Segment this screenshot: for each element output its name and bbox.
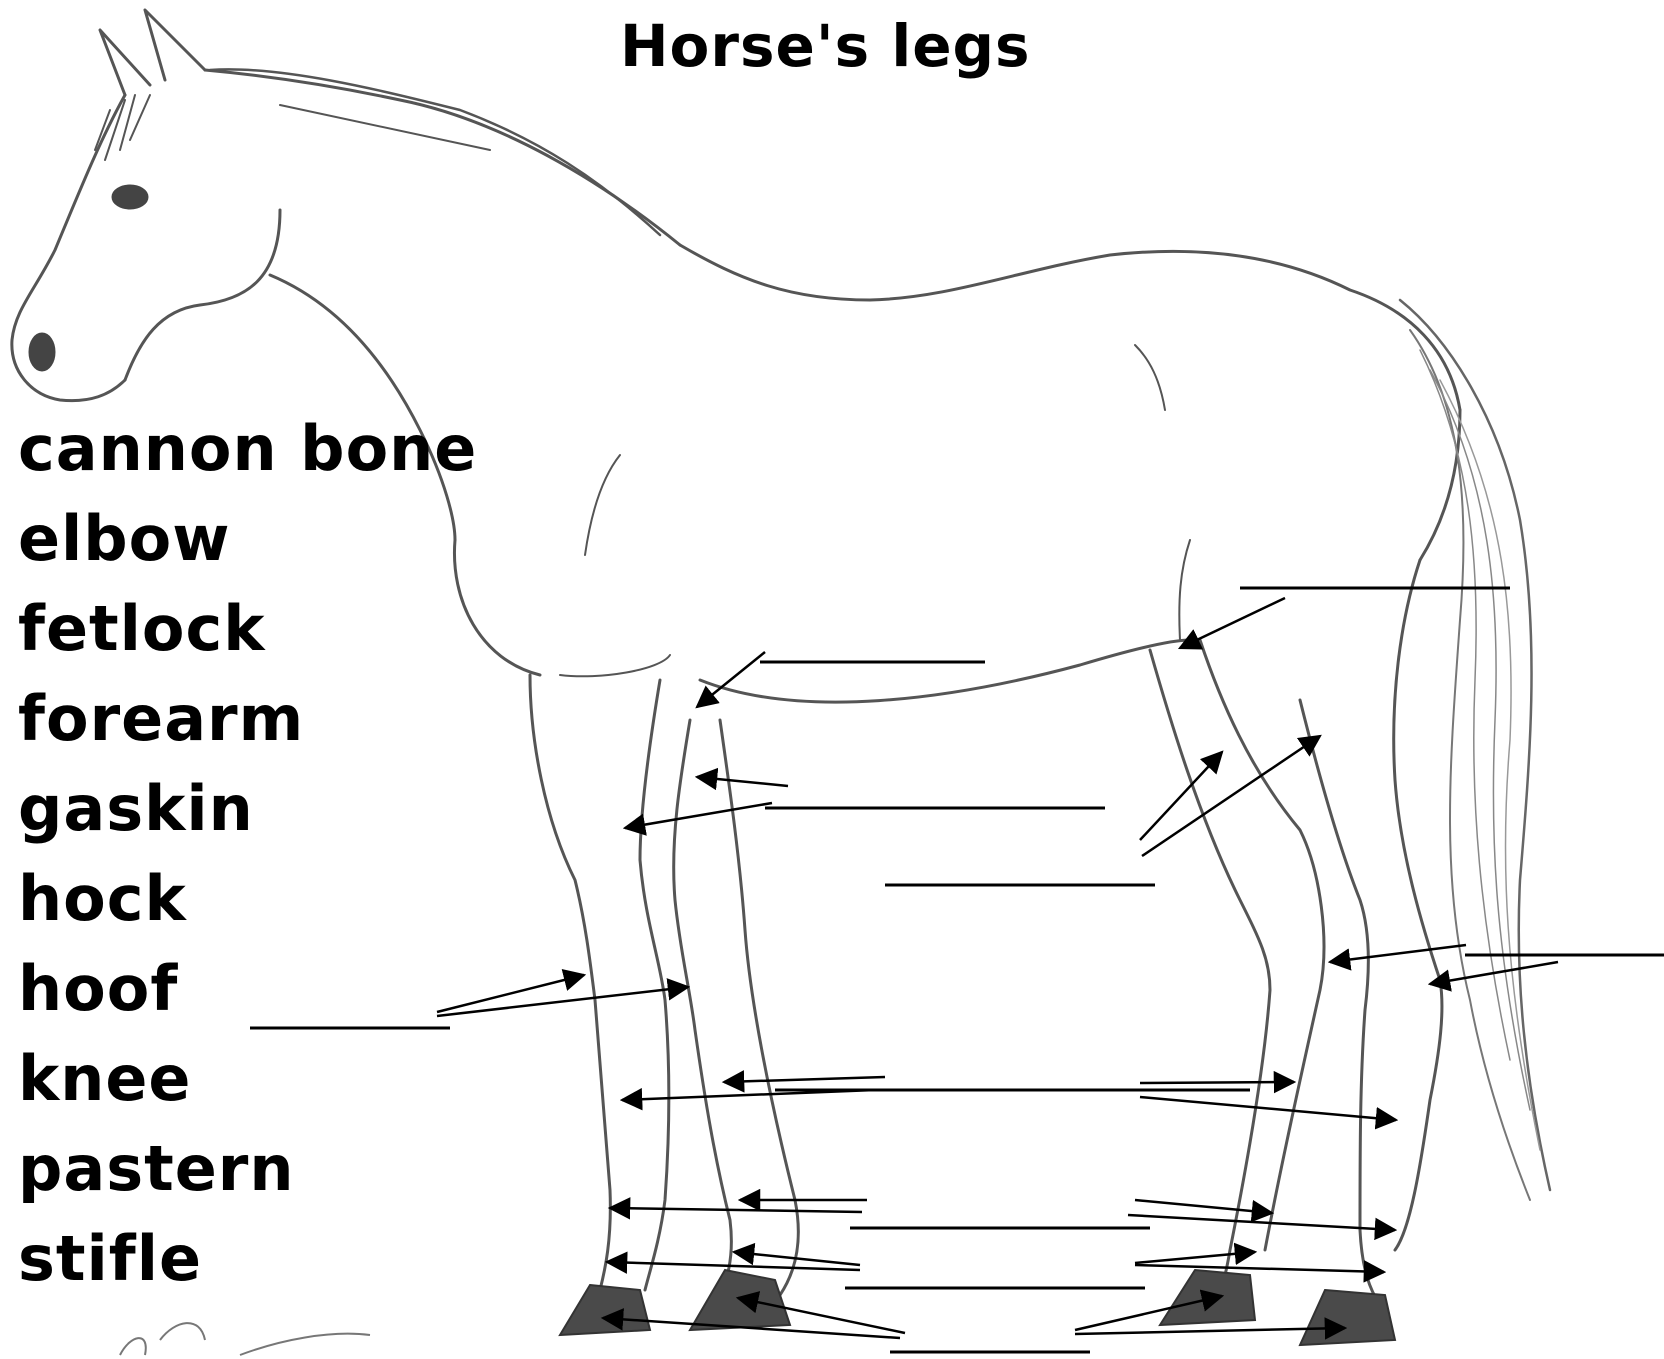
neck-crest [205, 70, 680, 245]
arrow [1140, 752, 1222, 840]
artist-signature [120, 1323, 370, 1355]
word-bank-item: hoof [18, 944, 477, 1034]
arrow [1430, 962, 1558, 984]
neck-detail [280, 105, 490, 150]
ear-left [100, 30, 150, 95]
near-hindleg-back [1394, 560, 1442, 1250]
word-bank-item: hock [18, 854, 477, 944]
hoof-near-front [560, 1285, 650, 1335]
page-title: Horse's legs [620, 12, 1031, 80]
word-bank-item: pastern [18, 1124, 477, 1214]
word-bank-item: fetlock [18, 584, 477, 674]
arrow [724, 1077, 885, 1082]
arrow [1135, 1200, 1272, 1213]
hooves [560, 1270, 1395, 1345]
arrow [1128, 1215, 1395, 1230]
belly-line [700, 640, 1190, 702]
nostril [30, 334, 54, 370]
arrow [1135, 1252, 1255, 1263]
arrow [1140, 1097, 1396, 1120]
arrow [697, 777, 788, 786]
arrow [1180, 598, 1285, 648]
eye [113, 186, 147, 208]
tail-inner [1410, 330, 1530, 1200]
stifle-detail [1179, 540, 1190, 640]
near-hindleg-front [1300, 700, 1380, 1305]
mane [210, 69, 660, 235]
arrow [610, 1208, 862, 1212]
word-bank-item: gaskin [18, 764, 477, 854]
arrow [1142, 736, 1320, 856]
word-bank-item: elbow [18, 494, 477, 584]
arrow [1140, 1082, 1294, 1083]
word-bank-item: knee [18, 1034, 477, 1124]
arrow [1330, 945, 1466, 962]
back-line [680, 245, 1460, 410]
arrow [1135, 1265, 1384, 1272]
word-bank: cannon bone elbow fetlock forearm gaskin… [18, 404, 477, 1304]
flank-detail [1135, 345, 1165, 410]
arrow [697, 652, 765, 707]
arrow [625, 803, 772, 828]
near-foreleg-front [530, 675, 610, 1290]
shoulder-detail [585, 455, 620, 555]
forearm-top [560, 655, 670, 676]
tail-outer [1400, 300, 1550, 1190]
hoof-near-hind [1300, 1290, 1395, 1345]
forelock [95, 95, 150, 160]
hoof-far-hind [1160, 1270, 1255, 1325]
ear-right [145, 10, 205, 80]
arrow [622, 1090, 875, 1100]
near-foreleg-back [640, 680, 669, 1290]
hoof-far-front [690, 1270, 790, 1330]
jaw-line [125, 210, 280, 380]
arrow [607, 1262, 860, 1270]
word-bank-item: stifle [18, 1214, 477, 1304]
word-bank-item: cannon bone [18, 404, 477, 494]
word-bank-item: forearm [18, 674, 477, 764]
